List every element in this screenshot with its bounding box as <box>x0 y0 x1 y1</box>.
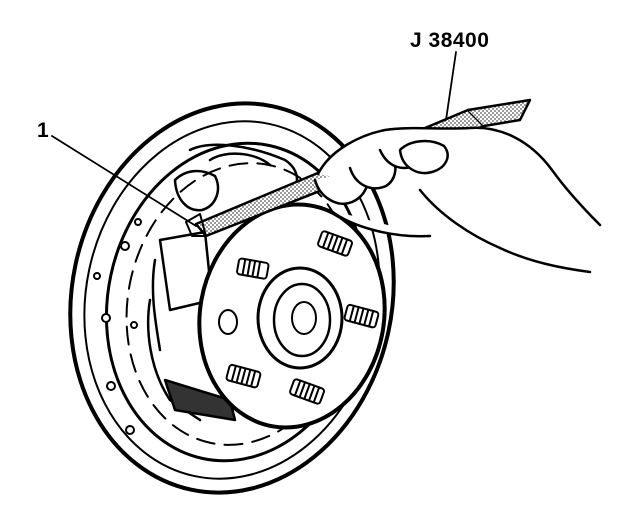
brake-shoe-assembly <box>146 143 299 422</box>
part-callout-label: 1 <box>37 119 49 142</box>
hand <box>313 126 602 274</box>
leader-lines <box>51 51 457 227</box>
drum-rivets <box>93 218 142 435</box>
tool-leader-line <box>445 51 457 121</box>
part-leader-line <box>51 135 197 227</box>
tool-callout-label: J 38400 <box>410 29 490 52</box>
wheel-studs <box>225 230 380 405</box>
